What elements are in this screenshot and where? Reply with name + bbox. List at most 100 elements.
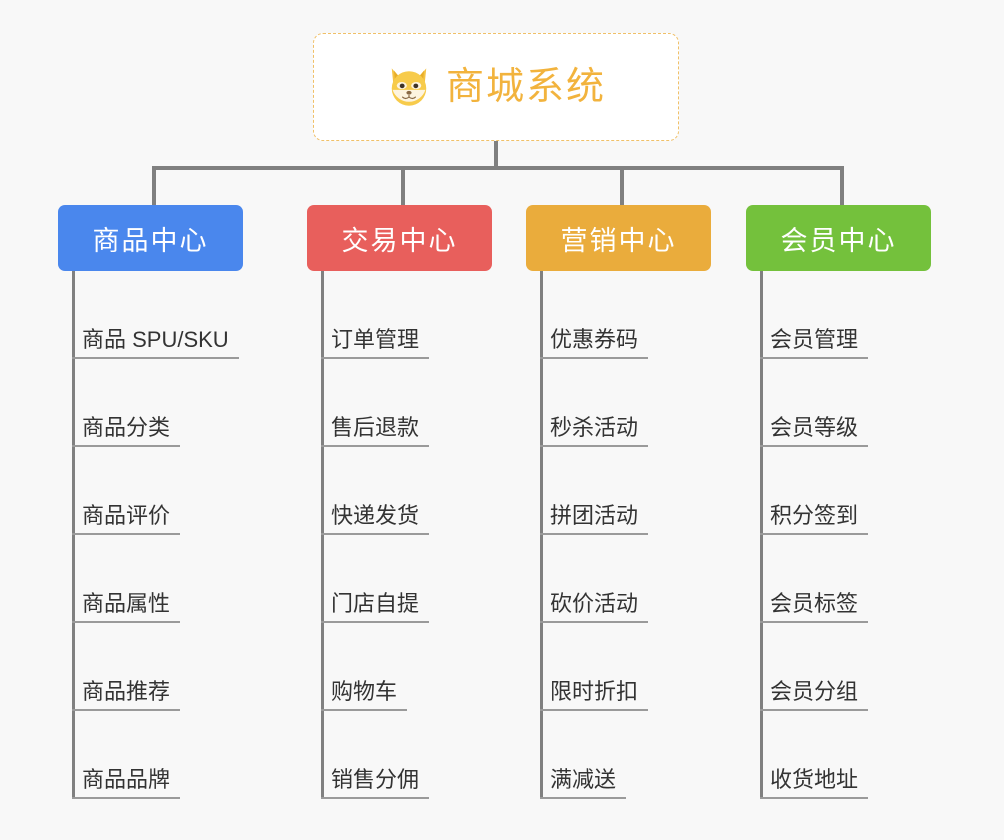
list-item[interactable]: 会员管理 <box>760 271 868 359</box>
leaf-label: 会员等级 <box>770 414 859 440</box>
list-item[interactable]: 门店自提 <box>321 535 429 623</box>
leaf-underline <box>760 797 868 799</box>
leaf-label: 优惠券码 <box>550 326 639 352</box>
list-item[interactable]: 商品 SPU/SKU <box>72 271 239 359</box>
branch-column-product: 商品中心 商品 SPU/SKU 商品分类 商品评价 商品属性 商品推荐 <box>58 205 243 799</box>
shiba-dog-icon <box>386 64 432 110</box>
list-item[interactable]: 积分签到 <box>760 447 868 535</box>
leaf-underline <box>760 621 868 623</box>
list-item[interactable]: 会员等级 <box>760 359 868 447</box>
branch-header-marketing[interactable]: 营销中心 <box>526 205 711 271</box>
list-item[interactable]: 砍价活动 <box>540 535 648 623</box>
leaf-underline <box>540 709 648 711</box>
branch-spine <box>760 271 763 799</box>
branch-spine <box>72 271 75 799</box>
leaf-underline <box>72 709 180 711</box>
list-item[interactable]: 收货地址 <box>760 711 868 799</box>
leaf-underline <box>72 357 239 359</box>
list-item[interactable]: 商品评价 <box>72 447 239 535</box>
leaf-underline <box>321 709 407 711</box>
branch-header-product[interactable]: 商品中心 <box>58 205 243 271</box>
list-item[interactable]: 商品品牌 <box>72 711 239 799</box>
leaf-label: 商品分类 <box>82 414 171 440</box>
leaf-label: 收货地址 <box>770 766 859 792</box>
leaf-underline <box>540 797 626 799</box>
branch-header-trade[interactable]: 交易中心 <box>307 205 492 271</box>
branch-spine <box>540 271 543 799</box>
leaf-underline <box>540 533 648 535</box>
branch-leaf-list: 会员管理 会员等级 积分签到 会员标签 会员分组 收货地址 <box>760 271 868 799</box>
leaf-label: 会员管理 <box>770 326 859 352</box>
branch-column-trade: 交易中心 订单管理 售后退款 快递发货 门店自提 购物车 <box>307 205 492 799</box>
branch-drop-connector-4 <box>840 166 844 205</box>
branch-header-label: 商品中心 <box>92 225 209 256</box>
branch-leaf-list: 商品 SPU/SKU 商品分类 商品评价 商品属性 商品推荐 商品品牌 <box>72 271 239 799</box>
leaf-label: 售后退款 <box>331 414 420 440</box>
list-item[interactable]: 拼团活动 <box>540 447 648 535</box>
leaf-label: 积分签到 <box>770 502 859 528</box>
branch-leaf-list: 订单管理 售后退款 快递发货 门店自提 购物车 销售分佣 <box>321 271 429 799</box>
leaf-label: 商品品牌 <box>82 766 171 792</box>
list-item[interactable]: 商品分类 <box>72 359 239 447</box>
list-item[interactable]: 满减送 <box>540 711 648 799</box>
branch-header-member[interactable]: 会员中心 <box>746 205 931 271</box>
list-item[interactable]: 商品属性 <box>72 535 239 623</box>
leaf-underline <box>760 709 868 711</box>
leaf-label: 门店自提 <box>331 590 420 616</box>
leaf-label: 商品推荐 <box>82 678 171 704</box>
leaf-label: 砍价活动 <box>550 590 639 616</box>
leaf-label: 商品评价 <box>82 502 171 528</box>
leaf-underline <box>540 357 648 359</box>
root-stem-connector <box>494 141 498 169</box>
root-title: 商城系统 <box>445 66 606 108</box>
leaf-underline <box>321 797 429 799</box>
list-item[interactable]: 购物车 <box>321 623 429 711</box>
branch-header-label: 交易中心 <box>341 225 458 256</box>
leaf-label: 满减送 <box>550 766 617 792</box>
branch-column-marketing: 营销中心 优惠券码 秒杀活动 拼团活动 砍价活动 限时折扣 <box>526 205 711 799</box>
leaf-underline <box>321 445 429 447</box>
leaf-label: 销售分佣 <box>331 766 420 792</box>
list-item[interactable]: 订单管理 <box>321 271 429 359</box>
branch-drop-connector-2 <box>401 166 405 205</box>
branch-column-member: 会员中心 会员管理 会员等级 积分签到 会员标签 会员分组 <box>746 205 931 799</box>
leaf-underline <box>760 445 868 447</box>
list-item[interactable]: 销售分佣 <box>321 711 429 799</box>
leaf-label: 商品 SPU/SKU <box>82 326 229 352</box>
leaf-underline <box>540 445 648 447</box>
leaf-underline <box>321 533 429 535</box>
leaf-underline <box>321 621 429 623</box>
leaf-label: 购物车 <box>331 678 398 704</box>
list-item[interactable]: 会员分组 <box>760 623 868 711</box>
leaf-underline <box>72 533 180 535</box>
list-item[interactable]: 限时折扣 <box>540 623 648 711</box>
branch-drop-connector-1 <box>152 166 156 205</box>
branch-header-label: 会员中心 <box>780 225 897 256</box>
list-item[interactable]: 快递发货 <box>321 447 429 535</box>
leaf-label: 快递发货 <box>331 502 420 528</box>
leaf-label: 会员标签 <box>770 590 859 616</box>
branch-spine <box>321 271 324 799</box>
branch-drop-connector-3 <box>620 166 624 205</box>
list-item[interactable]: 会员标签 <box>760 535 868 623</box>
leaf-label: 限时折扣 <box>550 678 639 704</box>
branch-header-label: 营销中心 <box>560 225 677 256</box>
branch-bus-connector <box>152 166 844 170</box>
leaf-underline <box>72 445 180 447</box>
list-item[interactable]: 优惠券码 <box>540 271 648 359</box>
list-item[interactable]: 秒杀活动 <box>540 359 648 447</box>
leaf-underline <box>321 357 429 359</box>
leaf-underline <box>760 533 868 535</box>
leaf-label: 商品属性 <box>82 590 171 616</box>
leaf-underline <box>72 797 180 799</box>
list-item[interactable]: 商品推荐 <box>72 623 239 711</box>
leaf-label: 拼团活动 <box>550 502 639 528</box>
leaf-label: 订单管理 <box>331 326 420 352</box>
leaf-underline <box>760 357 868 359</box>
list-item[interactable]: 售后退款 <box>321 359 429 447</box>
leaf-underline <box>72 621 180 623</box>
root-node[interactable]: 商城系统 <box>313 33 679 141</box>
branch-leaf-list: 优惠券码 秒杀活动 拼团活动 砍价活动 限时折扣 满减送 <box>540 271 648 799</box>
leaf-label: 会员分组 <box>770 678 859 704</box>
